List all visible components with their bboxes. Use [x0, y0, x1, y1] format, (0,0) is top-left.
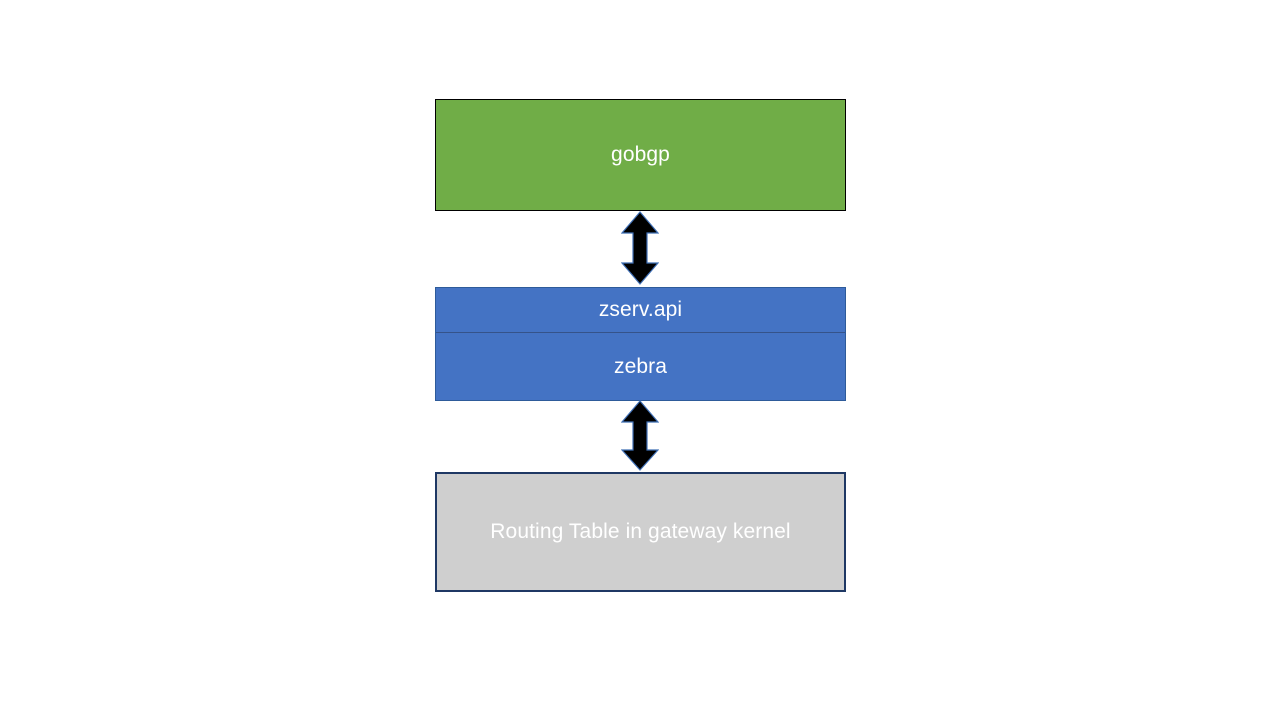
node-routing-table[interactable]: Routing Table in gateway kernel	[435, 472, 846, 592]
node-gobgp[interactable]: gobgp	[435, 99, 846, 211]
node-zebra-label: zebra	[613, 354, 668, 378]
node-zserv-api[interactable]: zserv.api	[436, 288, 845, 333]
double-headed-vertical-arrow-icon	[621, 211, 659, 285]
node-group-zebra-stack: zserv.api zebra	[435, 287, 846, 401]
node-routing-table-label: Routing Table in gateway kernel	[490, 520, 791, 544]
connector-gobgp-to-zserv-arrow[interactable]	[621, 211, 659, 285]
node-gobgp-label: gobgp	[611, 143, 670, 167]
connector-zebra-to-routing-table-arrow[interactable]	[621, 400, 659, 471]
node-zserv-api-label: zserv.api	[598, 298, 683, 322]
double-headed-vertical-arrow-icon	[621, 400, 659, 471]
node-zebra[interactable]: zebra	[436, 333, 845, 400]
